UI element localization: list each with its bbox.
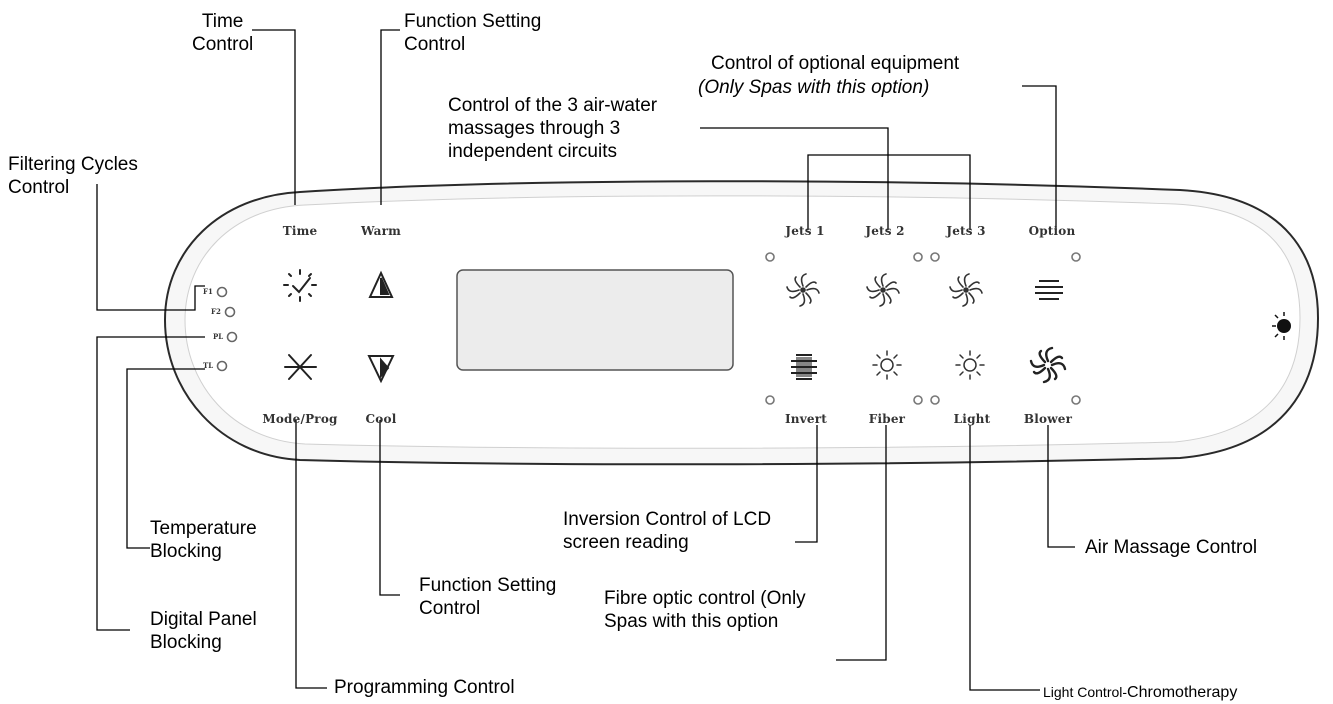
leader-massage-bracket xyxy=(807,154,971,230)
label-jets3: Jets 3 xyxy=(946,224,986,238)
button-leds xyxy=(765,252,1081,405)
label-cool: Cool xyxy=(365,412,397,426)
jets-icon xyxy=(786,273,983,307)
leader-massage-jets2 xyxy=(700,127,889,230)
leader-light xyxy=(969,425,1040,691)
annotation-filtering-cycles: Filtering Cycles Control xyxy=(8,154,138,198)
mode-icon xyxy=(284,354,317,380)
leader-programming xyxy=(295,420,327,689)
label-invert: Invert xyxy=(784,412,828,426)
leader-fibre xyxy=(836,425,887,661)
blower-icon xyxy=(1029,346,1067,384)
led-label-pl: PL xyxy=(213,332,224,341)
filter-leds xyxy=(216,286,238,372)
leader-optional xyxy=(1022,85,1057,230)
leader-temperature xyxy=(126,368,205,549)
label-time: Time xyxy=(282,224,318,238)
annotation-function-setting-bottom: Function Setting Control xyxy=(419,575,557,619)
annotation-inversion-control: Inversion Control of LCD screen reading xyxy=(563,509,772,553)
annotation-optional-equipment-note: (Only Spas with this option) xyxy=(698,77,930,98)
label-blower: Blower xyxy=(1023,412,1073,426)
cool-icon xyxy=(367,355,395,384)
invert-icon xyxy=(791,354,817,380)
label-jets2: Jets 2 xyxy=(865,224,905,238)
sensor-icon xyxy=(1272,312,1291,340)
lcd-screen xyxy=(456,269,734,371)
option-icon xyxy=(1035,280,1063,300)
leader-digital-panel xyxy=(96,336,205,631)
label-option: Option xyxy=(1028,224,1076,238)
led-label-f2: F2 xyxy=(211,307,221,316)
label-jets1: Jets 1 xyxy=(785,224,825,238)
clock-icon xyxy=(283,269,317,302)
annotation-air-massage: Air Massage Control xyxy=(1085,537,1258,558)
label-warm: Warm xyxy=(360,224,402,238)
annotation-temperature-blocking: Temperature Blocking xyxy=(150,518,257,562)
leader-inversion xyxy=(795,425,818,543)
led-label-tl: TL xyxy=(203,361,214,370)
led-label-f1: F1 xyxy=(203,287,213,296)
annotation-optional-equipment: Control of optional equipment xyxy=(711,53,960,74)
annotation-massages: Control of the 3 air-water massages thro… xyxy=(448,95,658,162)
leader-function-top xyxy=(380,29,400,205)
leader-time xyxy=(252,29,296,205)
leader-filter xyxy=(96,184,205,311)
annotation-function-setting-top: Function Setting Control xyxy=(404,11,542,55)
annotation-time-control: Time Control xyxy=(192,11,254,55)
warm-icon xyxy=(368,270,394,298)
annotation-light-control: Light Control-Chromotherapy xyxy=(1043,684,1238,701)
annotation-fibre-optic: Fibre optic control (Only Spas with this… xyxy=(604,588,806,632)
light-icon xyxy=(872,350,985,380)
leader-air-massage xyxy=(1047,425,1075,548)
label-fiber: Fiber xyxy=(868,412,906,426)
label-light: Light xyxy=(953,412,991,426)
leader-function-bottom xyxy=(379,420,400,596)
annotation-digital-panel-blocking: Digital Panel Blocking xyxy=(150,609,257,653)
annotation-programming-control: Programming Control xyxy=(334,677,515,698)
label-mode-prog: Mode/Prog xyxy=(262,412,338,426)
